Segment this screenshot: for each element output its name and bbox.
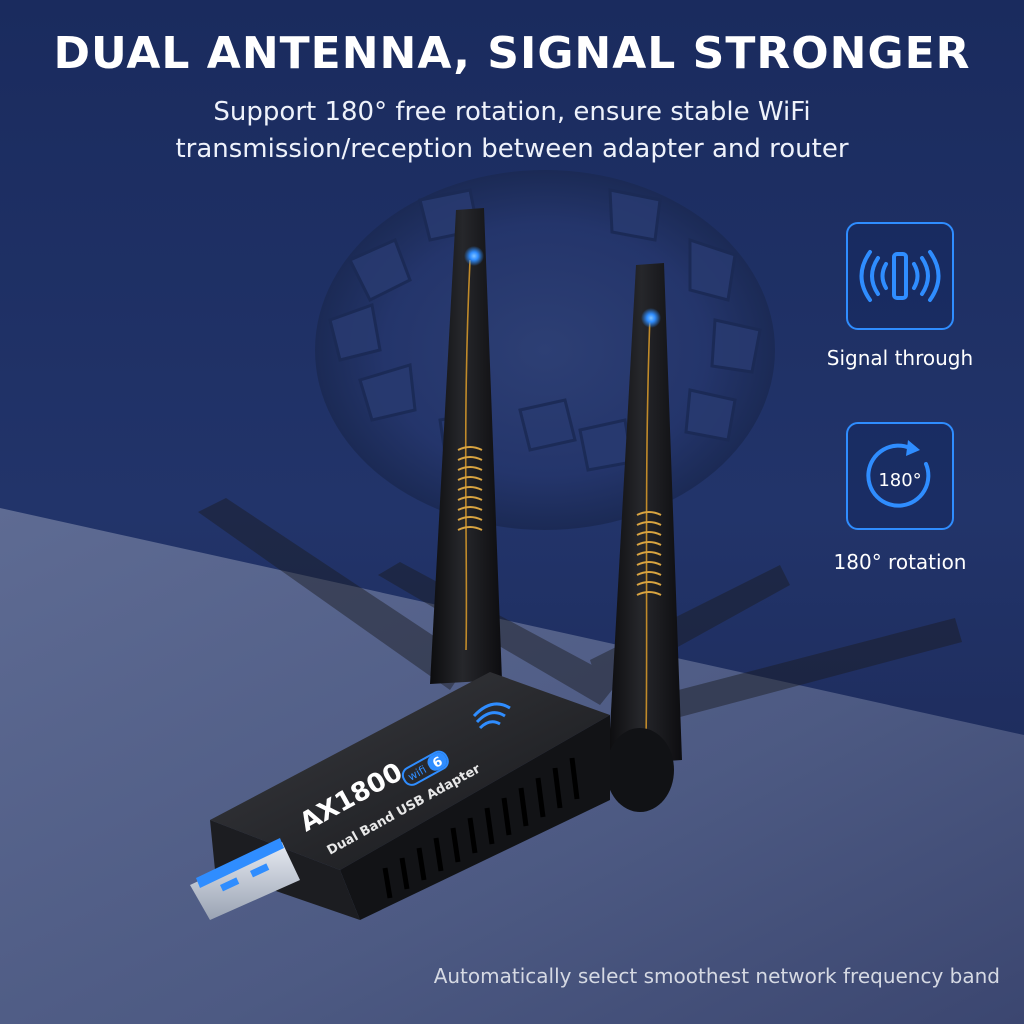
signal-through-icon: [859, 250, 941, 302]
wifi6-badge: 6 wifi: [401, 750, 449, 786]
wifi-indicator-icon: [472, 702, 511, 730]
page-subtitle: Support 180° free rotation, ensure stabl…: [100, 94, 924, 168]
subtitle-line-2: transmission/reception between adapter a…: [175, 134, 849, 164]
rotation-180-icon-text: 180°: [878, 470, 921, 491]
left-antenna: [430, 208, 502, 684]
right-antenna: [606, 263, 682, 812]
signal-through-label: Signal through: [826, 346, 974, 370]
rotation-180-box: 180°: [846, 422, 954, 530]
signal-through-box: [846, 222, 954, 330]
footer-note: Automatically select smoothest network f…: [433, 964, 1000, 988]
rotation-180-icon: 180°: [866, 440, 931, 508]
usb-connector: [190, 838, 300, 920]
subtitle-line-1: Support 180° free rotation, ensure stabl…: [213, 97, 811, 127]
page-title: DUAL ANTENNA, SIGNAL STRONGER: [53, 28, 971, 79]
broken-wall-hole: [315, 170, 775, 530]
usb-adapter-body: AX1800 6 wifi Dual Band USB Adapter: [210, 672, 610, 920]
rotation-180-label: 180° rotation: [833, 550, 967, 574]
